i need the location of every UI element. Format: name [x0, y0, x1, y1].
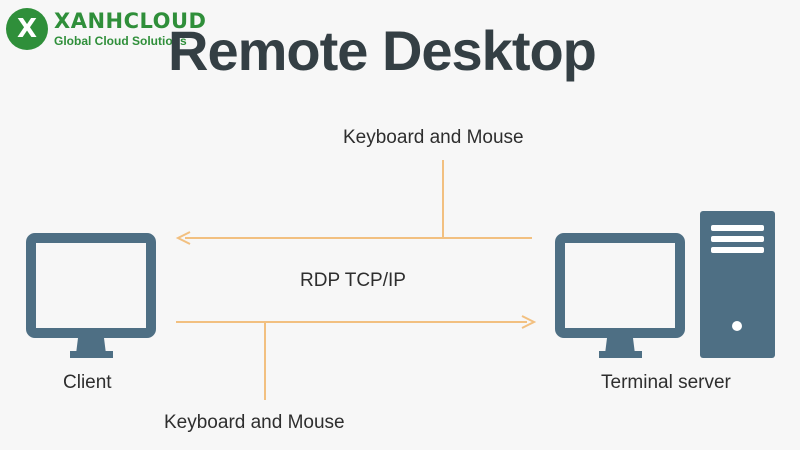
- logo-badge-icon: X: [6, 8, 48, 50]
- keyboard-mouse-label-top: Keyboard and Mouse: [343, 127, 524, 148]
- server-monitor-icon: [555, 233, 685, 358]
- protocol-label: RDP TCP/IP: [300, 270, 406, 291]
- client-monitor-icon: [26, 233, 156, 358]
- logo-tagline: Global Cloud Solutions: [54, 34, 187, 48]
- logo-name: XANHCLOUD: [54, 9, 207, 33]
- arrow-client-to-server: [176, 315, 537, 329]
- logo-initial: X: [16, 14, 38, 44]
- client-label: Client: [63, 372, 112, 393]
- server-tower-icon: [700, 211, 775, 358]
- arrow-server-to-client: [175, 231, 532, 245]
- keyboard-mouse-label-bottom: Keyboard and Mouse: [164, 412, 345, 433]
- terminal-server-label: Terminal server: [601, 372, 731, 393]
- diagram-title: Remote Desktop: [168, 19, 597, 82]
- xanhcloud-logo: X XANHCLOUD Global Cloud Solutions: [2, 4, 212, 50]
